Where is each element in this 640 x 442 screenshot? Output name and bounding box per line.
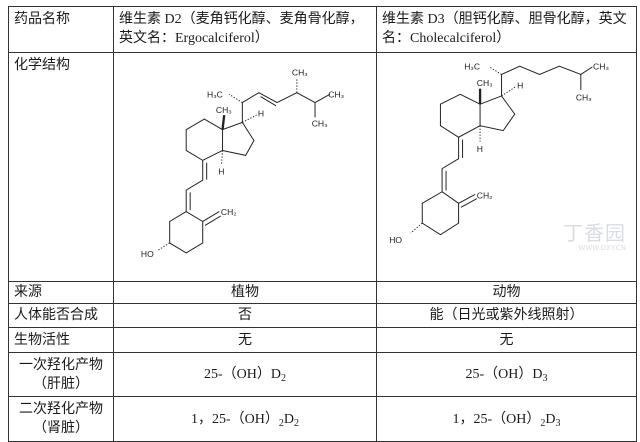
d3-structure-cell: H₃C CH₃ CH₃ CH₃ H H CH₂ HO: [376, 52, 637, 282]
row-label: 生物活性: [8, 327, 114, 353]
d2-label-ch3-right: CH₃: [328, 89, 344, 99]
header-drug-name: 药品名称: [8, 6, 114, 53]
table-row: 生物活性 无 无: [8, 327, 637, 353]
d3-label-ho: HO: [389, 235, 402, 245]
d2-value: 否: [113, 303, 377, 328]
d2-label-ho: HO: [141, 249, 154, 259]
d3-label-h3c: H₃C: [464, 62, 480, 72]
d2-label-h2: H: [218, 167, 224, 177]
d3-value: 能（日光或紫外线照射）: [376, 303, 637, 328]
d3-label-ch2: CH₂: [477, 190, 493, 200]
row-label: 来源: [8, 281, 114, 304]
d3-label-ch3-right: CH₃: [593, 62, 609, 72]
row-label-line1: 二次羟化产物: [19, 402, 103, 417]
formula-text: 1，25-（OH）: [452, 411, 541, 427]
d2-value: 无: [113, 327, 377, 353]
row-label-line1: 一次羟化产物: [19, 357, 103, 373]
table-row: 来源 植物 动物: [8, 281, 637, 304]
vitamin-d-comparison-table: 药品名称 维生素 D2（麦角钙化醇、麦角骨化醇，英文名：Ergocalcifer…: [8, 6, 637, 442]
d2-label-ch2: CH₂: [221, 207, 237, 217]
d3-value: 无: [376, 327, 637, 353]
row-label: 人体能否合成: [8, 303, 114, 328]
formula-subscript: 2: [294, 417, 299, 429]
d3-structure-diagram: H₃C CH₃ CH₃ CH₃ H H CH₂ HO: [389, 62, 609, 245]
d2-structure-cell: CH₃ H₃C CH₃ CH₃ CH₃ H H CH₂ HO: [113, 52, 377, 282]
table-row: 一次羟化产物（肝脏） 25-（OH）D2 25-（OH）D3: [8, 352, 637, 397]
formula-text: 1，25-（OH）: [190, 411, 279, 427]
header-row: 药品名称 维生素 D2（麦角钙化醇、麦角骨化醇，英文名：Ergocalcifer…: [8, 6, 637, 53]
d2-label-h3c: H₃C: [207, 89, 223, 99]
d2-label-h1: H: [258, 108, 264, 118]
d3-value: 25-（OH）D3: [376, 352, 637, 397]
table-row: 人体能否合成 否 能（日光或紫外线照射）: [8, 303, 637, 328]
formula-text: 25-（OH）D: [465, 367, 543, 382]
row-label: 二次羟化产物 （肾脏）: [8, 396, 114, 442]
d3-value: 1，25-（OH）2D3: [376, 396, 637, 442]
row-label-line2: （肝脏）: [33, 376, 89, 392]
formula-subscript: 2: [281, 373, 286, 384]
d3-label-h2: H: [477, 144, 483, 154]
row-label-line2: （肾脏）: [33, 421, 89, 436]
formula-subscript: 3: [542, 373, 548, 384]
structure-label: 化学结构: [8, 52, 114, 282]
formula-text: 25-（OH）D: [204, 367, 281, 382]
d3-label-ch3-ring: CH₃: [477, 78, 493, 88]
structure-row: 化学结构 CH₃ H₃C: [8, 52, 637, 282]
d2-structure-diagram: CH₃ H₃C CH₃ CH₃ CH₃ H H CH₂ HO: [141, 67, 344, 259]
formula-text: D: [283, 411, 294, 427]
header-vitamin-d2: 维生素 D2（麦角钙化醇、麦角骨化醇，英文名：Ergocalciferol）: [113, 6, 377, 53]
formula-subscript: 2: [278, 417, 284, 429]
d2-value: 1，25-（OH）2D2: [113, 396, 377, 442]
d2-label-ch3-top: CH₃: [292, 67, 308, 77]
header-vitamin-d3: 维生素 D3（胆钙化醇、胆骨化醇，英文名：Cholecalciferol）: [376, 6, 637, 53]
d2-label-ch3-lower: CH₃: [312, 118, 328, 128]
table-row: 二次羟化产物（肾脏） 1，25-（OH）2D2 1，25-（OH）2D3: [8, 396, 637, 442]
d3-value: 动物: [376, 281, 637, 304]
d2-value: 25-（OH）D2: [113, 352, 377, 397]
formula-subscript: 3: [555, 417, 561, 429]
d2-label-ch3-ring: CH₃: [216, 105, 232, 115]
formula-subscript: 2: [540, 417, 546, 429]
formula-text: D: [545, 411, 556, 427]
row-label: 一次羟化产物 （肝脏）: [8, 352, 114, 397]
d3-label-h1: H: [517, 81, 523, 91]
d3-label-ch3-lower: CH₃: [576, 93, 592, 103]
d2-value: 植物: [113, 281, 377, 304]
